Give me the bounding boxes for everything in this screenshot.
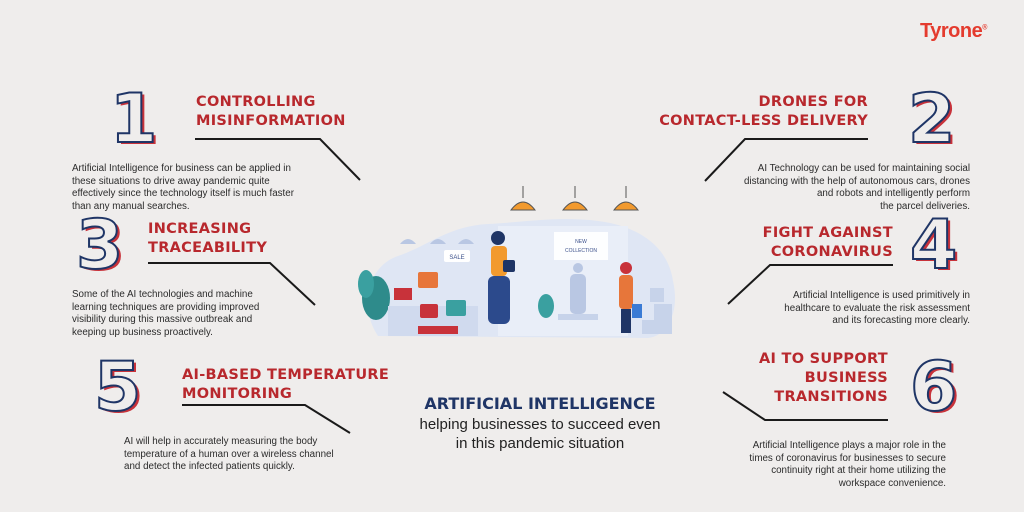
collection-poster bbox=[554, 232, 608, 260]
text-5-line: AI will help in accurately measuring the… bbox=[124, 436, 318, 447]
text-5-line: temperature of a human over a wireless c… bbox=[124, 448, 334, 460]
text-4-line: Artificial Intelligence is used primitiv… bbox=[793, 290, 970, 301]
connector-2 bbox=[704, 138, 868, 182]
heading-6-line2: BUSINESS bbox=[804, 370, 888, 386]
text-6-line: Artificial Intelligence plays a major ro… bbox=[752, 440, 946, 451]
bag-icon bbox=[446, 300, 466, 316]
mannequins bbox=[558, 263, 598, 320]
heading-2-line2: CONTACT-LESS DELIVERY bbox=[659, 113, 868, 129]
text-6-line: continuity right at their home utilizing… bbox=[771, 465, 946, 476]
poster-text-1: NEW bbox=[575, 239, 587, 245]
heading-4-line2: CORONAVIRUS bbox=[770, 244, 893, 260]
text-2-line: AI Technology can be used for maintainin… bbox=[757, 163, 970, 174]
plant-left bbox=[358, 270, 390, 320]
sale-tag-text: SALE bbox=[449, 255, 464, 261]
heading-3-line1: INCREASING bbox=[148, 221, 252, 237]
bag-icon bbox=[418, 326, 458, 334]
boxes bbox=[642, 288, 672, 334]
heading-6: AI TO SUPPORT BUSINESS TRANSITIONS bbox=[700, 350, 888, 407]
connector-3 bbox=[148, 262, 316, 306]
center-subtitle-line1: helping businesses to succeed even bbox=[419, 416, 661, 433]
lamp-icon bbox=[400, 239, 416, 244]
heading-6-line1: AI TO SUPPORT bbox=[758, 351, 888, 367]
plant-right bbox=[538, 294, 554, 332]
poster-text-2: COLLECTION bbox=[565, 248, 597, 254]
text-6: Artificial Intelligence plays a major ro… bbox=[700, 440, 946, 490]
text-3-line: Some of the AI technologies and machine bbox=[72, 289, 253, 300]
bag-icon bbox=[420, 304, 438, 318]
text-4-line: and its forecasting more clearly. bbox=[832, 315, 970, 326]
text-1-line: than any manual searches. bbox=[72, 200, 190, 212]
connector-4 bbox=[727, 264, 893, 305]
text-6-line: times of coronavirus for businesses to s… bbox=[749, 452, 946, 464]
heading-2: DRONES FOR CONTACT-LESS DELIVERY bbox=[640, 93, 868, 131]
text-2-line: distancing with the help of autonomous c… bbox=[743, 175, 970, 187]
number-6: 6 bbox=[909, 348, 958, 427]
heading-5-line2: MONITORING bbox=[182, 386, 293, 402]
heading-1-line1: CONTROLLING bbox=[196, 94, 316, 110]
heading-3-line2: TRACEABILITY bbox=[148, 240, 268, 256]
text-2-line: and robots and intelligently perform bbox=[816, 188, 970, 199]
text-5: AI will help in accurately measuring the… bbox=[124, 436, 384, 474]
number-1: 1 bbox=[109, 80, 158, 159]
small-lamps bbox=[400, 239, 474, 244]
child-figure bbox=[619, 262, 642, 333]
number-2: 2 bbox=[907, 80, 956, 159]
text-3-line: learning techniques are providing improv… bbox=[72, 301, 260, 313]
heading-2-line1: DRONES FOR bbox=[758, 94, 868, 110]
text-4-line: healthcare to evaluate the risk assessme… bbox=[784, 302, 970, 314]
text-1-line: Artificial Intelligence for business can… bbox=[72, 163, 291, 174]
number-4: 4 bbox=[909, 206, 958, 285]
heading-1-line2: MISINFORMATION bbox=[196, 113, 346, 129]
heading-4: FIGHT AGAINST CORONAVIRUS bbox=[690, 224, 893, 262]
heading-1: CONTROLLING MISINFORMATION bbox=[196, 93, 346, 131]
tyrone-logo: Tyrone® bbox=[920, 20, 987, 43]
heading-4-line1: FIGHT AGAINST bbox=[762, 225, 893, 241]
connector-1 bbox=[195, 138, 361, 181]
center-subtitle-line2: in this pandemic situation bbox=[455, 435, 625, 452]
text-2: AI Technology can be used for maintainin… bbox=[700, 163, 970, 213]
heading-5-line1: AI-BASED TEMPERATURE bbox=[182, 367, 390, 383]
text-4: Artificial Intelligence is used primitiv… bbox=[720, 290, 970, 328]
center-subtitle: helping businesses to succeed even in th… bbox=[380, 415, 700, 453]
bag-icon bbox=[418, 272, 438, 288]
lamp-icon bbox=[561, 201, 589, 211]
logo-text: Tyrone bbox=[920, 20, 983, 42]
connector-5 bbox=[182, 404, 351, 434]
heading-3: INCREASING TRACEABILITY bbox=[148, 220, 267, 258]
shop-illustration: SALE NEW COLLECTION bbox=[358, 186, 676, 338]
text-1-line: effectively since the technology itself … bbox=[72, 188, 294, 199]
text-5-line: and detect the infected patients quickly… bbox=[124, 461, 295, 472]
lamp-icon bbox=[458, 239, 474, 244]
connector-6 bbox=[722, 391, 888, 421]
registered-mark: ® bbox=[982, 24, 987, 32]
heading-6-line3: TRANSITIONS bbox=[774, 389, 888, 405]
text-3-line: keeping up business proactively. bbox=[72, 326, 213, 338]
bag-icon bbox=[394, 288, 412, 300]
text-2-line: the parcel deliveries. bbox=[880, 200, 970, 212]
woman-figure bbox=[488, 231, 515, 324]
text-1: Artificial Intelligence for business can… bbox=[72, 163, 342, 213]
lamps bbox=[509, 186, 640, 211]
text-6-line: workspace convenience. bbox=[838, 477, 946, 489]
center-title: ARTIFICIAL INTELLIGENCE bbox=[424, 394, 656, 413]
lamp-icon bbox=[612, 201, 640, 211]
heading-5: AI-BASED TEMPERATURE MONITORING bbox=[182, 366, 389, 404]
text-1-line: these situations to drive away pandemic … bbox=[72, 175, 270, 187]
number-3: 3 bbox=[75, 206, 124, 285]
text-3-line: visibility during this massive outbreak … bbox=[72, 314, 253, 325]
lamp-icon bbox=[430, 239, 446, 244]
text-3: Some of the AI technologies and machine … bbox=[72, 289, 312, 339]
number-5: 5 bbox=[93, 348, 142, 427]
sale-tag bbox=[444, 250, 470, 262]
lamp-icon bbox=[509, 201, 537, 211]
